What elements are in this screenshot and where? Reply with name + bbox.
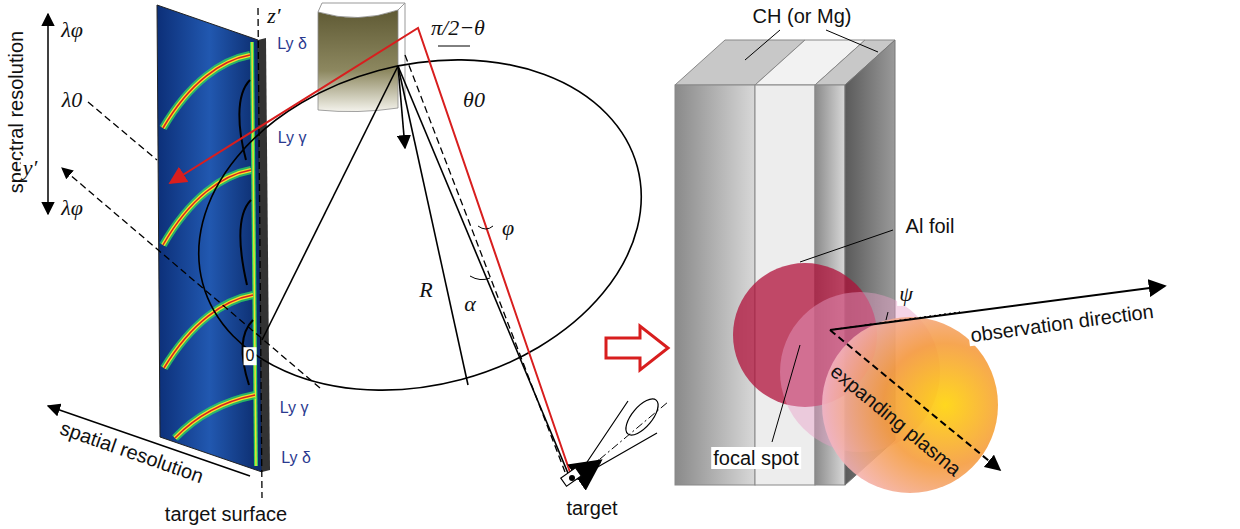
angle-arc [470, 276, 490, 280]
leader-line [800, 230, 893, 262]
spectral-curve [163, 55, 250, 128]
spectral-curve [164, 295, 253, 368]
wavelength-label: λφ [59, 196, 85, 220]
red-ray [170, 28, 572, 478]
origin-label: 0 [244, 347, 257, 365]
line-label: Ly γ [276, 129, 309, 147]
spot-label: focal spot [711, 447, 801, 469]
spectral-curve [175, 395, 255, 438]
spectral-curves [163, 55, 255, 438]
spectral-arrow [47, 14, 49, 214]
angle-arc [478, 226, 493, 229]
direction-label: observation direction [967, 300, 1157, 347]
y-axis [62, 168, 320, 388]
spectral-line [252, 42, 256, 466]
target-dot [569, 475, 575, 481]
laser-cone-end [620, 394, 664, 441]
tangent-mark [438, 46, 470, 47]
surface-label: target surface [163, 503, 289, 525]
leader-line [745, 30, 780, 60]
ray [262, 66, 398, 340]
spectral-curve [175, 395, 255, 438]
layer-label: Al foil [904, 215, 957, 237]
shadow-curve [240, 200, 251, 285]
wavelength-label: λ0 [60, 88, 85, 112]
angle-mark [886, 312, 888, 320]
line-label: Ly γ [278, 399, 311, 417]
normal-line [830, 312, 960, 330]
z-axis [258, 8, 262, 498]
radius-line [398, 66, 468, 385]
target-symbol [561, 468, 581, 487]
line-label: Ly δ [279, 449, 313, 467]
spectral-curve [164, 295, 253, 368]
radius-label: R [417, 278, 434, 302]
lambda0-line [88, 102, 157, 160]
leader-line [826, 30, 878, 52]
wavelength-label: λφ [59, 18, 85, 42]
line-label: Ly δ [275, 35, 309, 53]
angle-label: α [462, 292, 478, 316]
transition-arrow [606, 326, 668, 370]
detector-film [157, 5, 262, 472]
crystal [318, 10, 398, 112]
spectral-curve [175, 395, 255, 438]
plasma-label: expanding plasma [825, 359, 967, 482]
laser-axis [575, 402, 668, 480]
angle-label: ψ [897, 282, 915, 306]
leader-line [772, 345, 800, 442]
spectral-line [252, 42, 256, 466]
ch-layer [675, 85, 755, 485]
layer-label: CH (or Mg) [751, 5, 854, 27]
rowland-circle [161, 12, 678, 438]
central-ray [405, 55, 565, 472]
angle-label: π/2−θ [429, 16, 487, 40]
axis-label: y′ [21, 156, 40, 180]
spectral-curve [163, 55, 250, 128]
axis-label: z′ [265, 4, 282, 28]
spectral-curve [163, 55, 250, 128]
spectral-curve [164, 295, 253, 368]
target-label: target [564, 497, 619, 519]
axis-label: spatial resolution [56, 416, 209, 488]
angle-label: θ0 [461, 88, 487, 112]
angle-label: φ [500, 216, 516, 240]
